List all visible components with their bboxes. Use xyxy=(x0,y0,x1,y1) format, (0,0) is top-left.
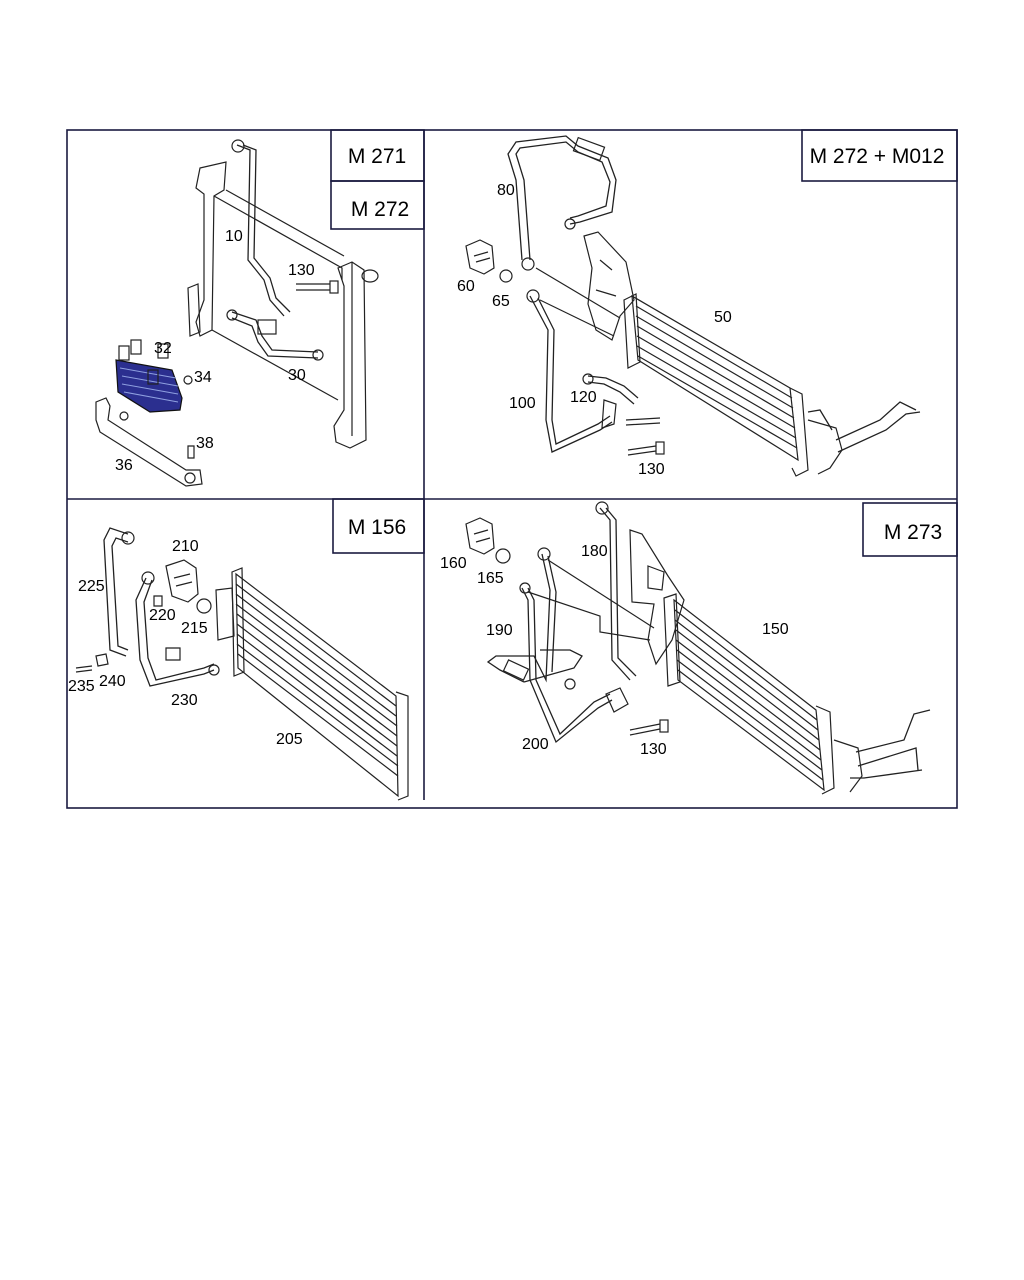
pipe-230 xyxy=(135,571,220,687)
engine-tag-m156: M 156 xyxy=(348,516,406,539)
callout-235: 235 xyxy=(68,678,95,695)
callout-65: 65 xyxy=(492,293,510,310)
callout-34: 34 xyxy=(194,369,212,386)
callout-130: 130 xyxy=(288,262,315,279)
bolt-220 xyxy=(153,595,163,607)
callout-36: 36 xyxy=(115,457,133,474)
seal-65 xyxy=(499,269,513,283)
clip-210 xyxy=(165,559,199,603)
diagram-frame xyxy=(66,129,958,809)
bolt-130-p4 xyxy=(629,719,669,736)
callout-165: 165 xyxy=(477,570,504,587)
pipe-80 xyxy=(507,135,617,271)
callout-50: 50 xyxy=(714,309,732,326)
bracket-150 xyxy=(629,529,685,666)
callout-120: 120 xyxy=(570,389,597,406)
callout-215: 215 xyxy=(181,620,208,637)
tag-box-m272-m012: M 272 + M012 xyxy=(801,129,958,182)
callout-60: 60 xyxy=(457,278,475,295)
callout-30: 30 xyxy=(288,367,306,384)
callout-150: 150 xyxy=(762,621,789,638)
oil-cooler-205 xyxy=(215,567,409,801)
nut-240 xyxy=(95,653,109,667)
seal-215 xyxy=(196,598,212,614)
callout-225: 225 xyxy=(78,578,105,595)
bracket-50 xyxy=(583,231,635,341)
engine-tag-m272: M 272 xyxy=(351,198,409,221)
pipe-10 xyxy=(231,139,291,317)
callout-190: 190 xyxy=(486,622,513,639)
pipe-100 xyxy=(526,289,613,453)
callout-180: 180 xyxy=(581,543,608,560)
callout-210: 210 xyxy=(172,538,199,555)
pipe-180 xyxy=(595,501,637,681)
callout-32: 32 xyxy=(154,340,172,357)
seal-34 xyxy=(183,375,193,385)
panel-m156: M 156 xyxy=(68,498,425,801)
engine-tag-m272-m012: M 272 + M012 xyxy=(810,145,945,168)
tag-box-m273: M 273 xyxy=(862,502,958,557)
seal-165 xyxy=(495,548,511,564)
engine-tag-m271: M 271 xyxy=(348,145,406,168)
tag-box-m272: M 272 xyxy=(330,180,425,230)
bolt-235 xyxy=(75,665,93,673)
pipe-190 xyxy=(486,547,583,690)
engine-tag-m273: M 273 xyxy=(884,521,942,544)
tag-box-m271: M 271 xyxy=(330,129,425,182)
panel-m272-m012: M 272 + M012 xyxy=(457,129,958,478)
oil-cooler-32 xyxy=(115,339,183,413)
pipe-225 xyxy=(103,527,135,657)
pipe-30 xyxy=(226,309,324,361)
pipe-120 xyxy=(582,373,639,429)
bracket-36 xyxy=(95,397,203,487)
panel-m271-m272: M 271 M 272 xyxy=(95,129,425,487)
clip-160 xyxy=(465,517,495,555)
callout-220: 220 xyxy=(149,607,176,624)
callout-130: 130 xyxy=(640,741,667,758)
callout-230: 230 xyxy=(171,692,198,709)
radiator-drawing xyxy=(187,161,379,449)
callout-200: 200 xyxy=(522,736,549,753)
callout-240: 240 xyxy=(99,673,126,690)
callout-100: 100 xyxy=(509,395,536,412)
clip-60 xyxy=(465,239,495,275)
callout-130: 130 xyxy=(638,461,665,478)
bolt-130-p1 xyxy=(296,280,339,294)
callout-38: 38 xyxy=(196,435,214,452)
bolt-130-p2 xyxy=(625,417,665,456)
panel-m273: M 273 xyxy=(440,267,958,795)
pipe-200 xyxy=(519,582,629,744)
oil-cooler-50 xyxy=(623,293,921,477)
callout-80: 80 xyxy=(497,182,515,199)
oil-cooler-150 xyxy=(663,593,931,795)
callout-160: 160 xyxy=(440,555,467,572)
callout-205: 205 xyxy=(276,731,303,748)
tag-box-m156: M 156 xyxy=(332,498,425,554)
callout-10: 10 xyxy=(225,228,243,245)
